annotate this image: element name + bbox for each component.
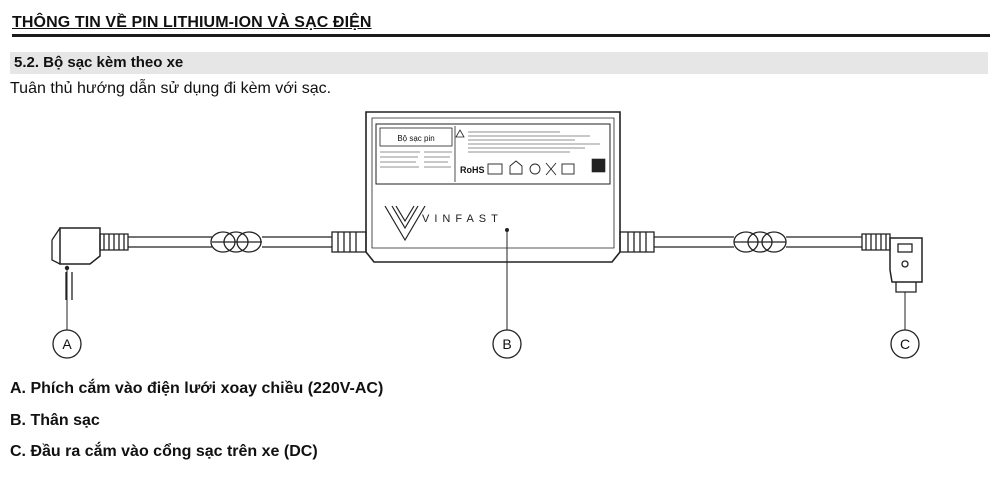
strain-relief-left bbox=[331, 231, 367, 253]
charger-label-plate bbox=[375, 123, 611, 185]
dc-plug-icon bbox=[861, 233, 923, 293]
warning-icon bbox=[455, 129, 465, 138]
page-title: THÔNG TIN VỀ PIN LITHIUM-ION VÀ SẠC ĐIỆN bbox=[12, 14, 372, 31]
page-header: THÔNG TIN VỀ PIN LITHIUM-ION VÀ SẠC ĐIỆN bbox=[12, 8, 990, 37]
callout-label-a: A bbox=[62, 336, 72, 352]
section-title: 5.2. Bộ sạc kèm theo xe bbox=[14, 54, 184, 71]
vinfast-logo-icon bbox=[384, 205, 426, 242]
weee-bin-icon bbox=[545, 162, 557, 176]
brand-wordmark: VINFAST bbox=[422, 213, 503, 225]
charger-diagram: Bộ sạc pin RoHS VINFAST A B C bbox=[51, 111, 923, 359]
legend-item-c: C. Đầu ra cắm vào cổng sạc trên xe (DC) bbox=[10, 443, 318, 460]
callout-label-b: B bbox=[502, 336, 511, 352]
callout-circle-a bbox=[52, 329, 82, 359]
callout-label-c: C bbox=[900, 336, 910, 352]
qr-code-icon bbox=[591, 158, 606, 173]
intro-text: Tuân thủ hướng dẫn sử dụng đi kèm với sạ… bbox=[10, 80, 332, 97]
indoor-use-icon bbox=[509, 160, 523, 175]
rohs-mark: RoHS bbox=[460, 165, 485, 175]
strain-relief-right bbox=[619, 231, 655, 253]
charger-body bbox=[365, 111, 621, 263]
manual-icon bbox=[487, 163, 503, 175]
class-icon bbox=[561, 163, 575, 175]
callout-circle-b bbox=[492, 329, 522, 359]
cable-coil-right-icon bbox=[733, 231, 787, 253]
ac-plug-icon bbox=[51, 227, 129, 300]
ground-icon bbox=[529, 163, 541, 175]
section-heading-bar: 5.2. Bộ sạc kèm theo xe bbox=[10, 52, 988, 74]
charger-label-title: Bộ sạc pin bbox=[397, 134, 434, 143]
legend-item-b: B. Thân sạc bbox=[10, 412, 100, 429]
legend-item-a: A. Phích cắm vào điện lưới xoay chiều (2… bbox=[10, 380, 384, 397]
cable-coil-left-icon bbox=[210, 231, 262, 253]
callout-circle-c bbox=[890, 329, 920, 359]
